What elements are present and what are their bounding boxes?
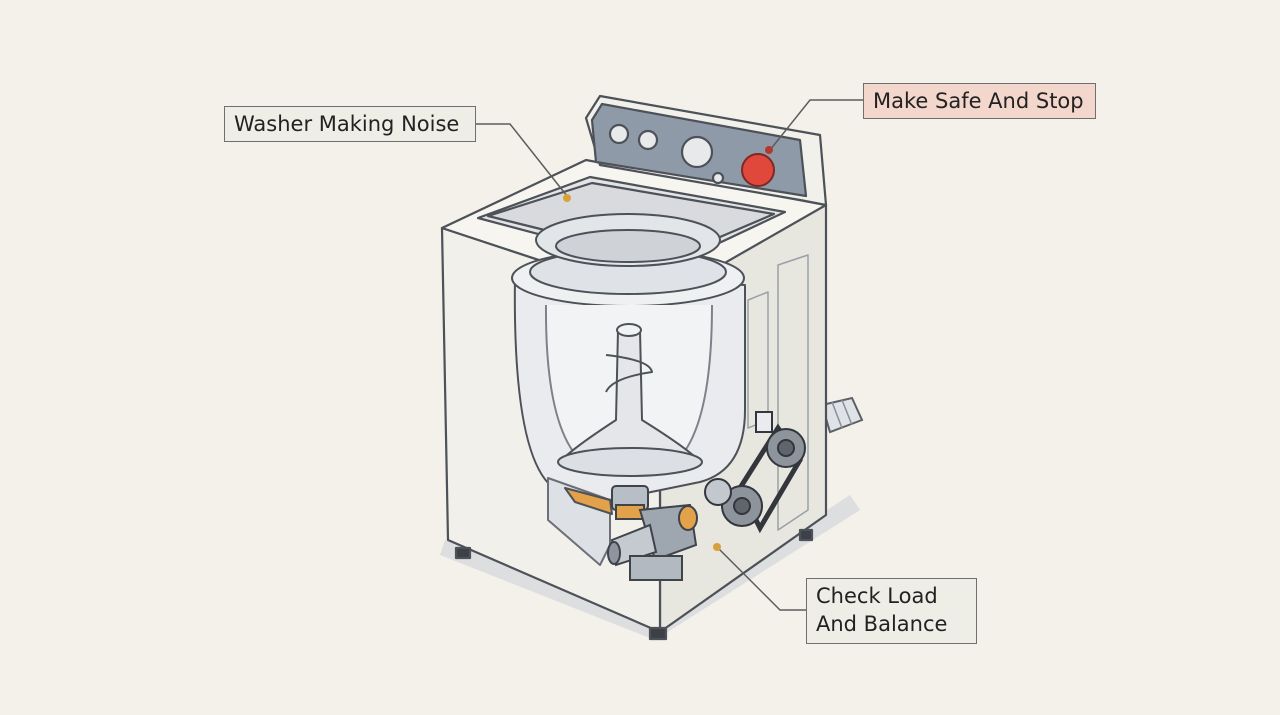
marker-noise [563, 194, 571, 202]
pulley-belt-icon [704, 411, 806, 534]
stop-button-icon[interactable] [741, 153, 775, 187]
marker-load [713, 543, 721, 551]
marker-stop [765, 146, 773, 154]
leader-stop [769, 99, 863, 151]
callout-make-safe-and-stop: Make Safe And Stop [863, 83, 1096, 119]
leader-lines [476, 99, 863, 611]
callout-load-line1: Check Load [816, 584, 938, 608]
callout-washer-making-noise: Washer Making Noise [224, 106, 476, 142]
pump-motor-icon [607, 485, 698, 581]
callout-check-load-and-balance: Check Load And Balance [806, 578, 977, 644]
leader-load [717, 547, 806, 611]
tub-cutaway [511, 213, 746, 566]
drain-hose-icon [820, 396, 864, 434]
leader-noise [476, 123, 568, 197]
callout-load-line2: And Balance [816, 612, 948, 636]
